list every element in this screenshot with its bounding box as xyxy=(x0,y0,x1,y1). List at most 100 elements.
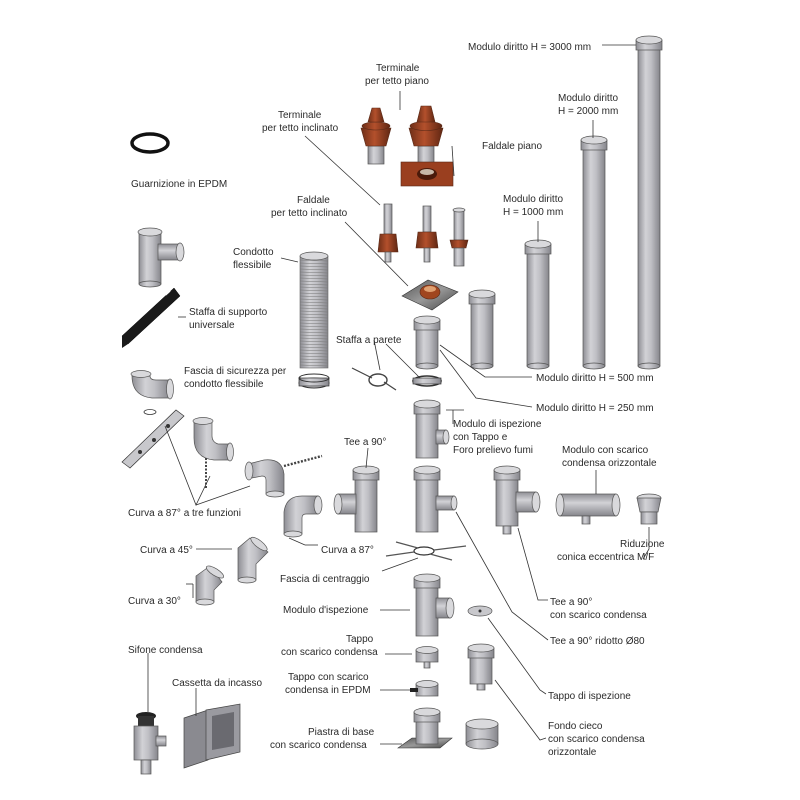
modulo-diritto-3000 xyxy=(635,35,663,370)
labels: Modulo diritto H = 3000 mm Modulo diritt… xyxy=(128,42,665,758)
staffa-a-parete-2 xyxy=(412,375,442,387)
corrugation-ring xyxy=(299,352,329,355)
fondo-cieco xyxy=(467,643,495,691)
modulo-scarico-orizzontale xyxy=(555,493,621,525)
label-fascia-sicurezza-b: condotto flessibile xyxy=(184,379,264,390)
label-modulo-ispezione-tappo-a: Modulo di ispezione xyxy=(453,419,542,430)
tee-90 xyxy=(333,465,380,533)
corrugation-ring xyxy=(299,337,329,340)
label-modulo-ispezione-tappo-b: con Tappo e xyxy=(453,432,508,443)
label-tappo-epdm-b: condensa in EPDM xyxy=(285,685,371,696)
tappo-ispezione xyxy=(467,605,493,617)
staffa-supporto-universale xyxy=(121,287,181,348)
curva-87-tre-funzioni-3 xyxy=(244,454,323,498)
label-fondo-cieco-c: orizzontale xyxy=(548,747,597,758)
tee-90-scarico-condensa xyxy=(493,465,541,535)
corrugation-ring xyxy=(299,328,329,331)
guarnizione-epdm xyxy=(130,132,170,154)
label-piastra-a: Piastra di base xyxy=(308,727,375,738)
corrugation-ring xyxy=(299,286,329,289)
corrugation-ring xyxy=(299,313,329,316)
label-fondo-cieco-a: Fondo cieco xyxy=(548,721,603,732)
terminale-tetto-inclinato-1 xyxy=(377,203,399,263)
label-tappo-scarico-b: con scarico condensa xyxy=(281,647,378,658)
modulo-ispezione-tappo xyxy=(413,399,450,459)
faldale-piano xyxy=(400,161,454,187)
tee-supporto xyxy=(137,227,185,288)
corrugation-ring xyxy=(299,289,329,292)
corrugation-ring xyxy=(299,277,329,280)
label-terminale-inclinato-a: Terminale xyxy=(278,110,322,121)
corrugation-ring xyxy=(299,322,329,325)
riduzione-conica xyxy=(636,493,662,525)
corrugation-ring xyxy=(299,262,329,265)
label-curva-30: Curva a 30° xyxy=(128,596,181,607)
corrugation-ring xyxy=(299,292,329,295)
curva-87-tre-funzioni-1 xyxy=(130,370,174,400)
terminale-tetto-inclinato-3 xyxy=(449,207,469,267)
label-tee-90: Tee a 90° xyxy=(344,437,386,448)
modulo-diritto-500 xyxy=(468,289,496,370)
corrugation-ring xyxy=(299,364,329,367)
corrugation-ring xyxy=(299,316,329,319)
label-modulo-ispezione-tappo-c: Foro prelievo fumi xyxy=(453,445,533,456)
fascia-di-centraggio xyxy=(385,541,467,561)
corrugation-ring xyxy=(299,355,329,358)
label-modulo-scarico-orizz-a: Modulo con scarico xyxy=(562,445,649,456)
piastra-base xyxy=(397,707,453,749)
corrugation-ring xyxy=(299,334,329,337)
curva-87-tre-funzioni-2 xyxy=(192,417,234,488)
label-modulo-1000-b: H = 1000 mm xyxy=(503,207,563,218)
label-staffa-supporto-a: Staffa di supporto xyxy=(189,307,268,318)
label-tee-90-scarico-a: Tee a 90° xyxy=(550,597,592,608)
sifone-condensa xyxy=(133,712,167,775)
label-faldale-inclinato-a: Faldale xyxy=(297,195,330,206)
condotto-flessibile xyxy=(299,251,329,369)
corrugation-ring xyxy=(299,361,329,364)
label-condotto-flessibile-b: flessibile xyxy=(233,260,272,271)
modulo-diritto-2000 xyxy=(580,135,608,370)
label-riduzione-b: conica eccentrica M/F xyxy=(557,552,654,563)
corrugation-ring xyxy=(299,280,329,283)
label-curva-45: Curva a 45° xyxy=(140,545,193,556)
label-modulo-2000-a: Modulo diritto xyxy=(558,93,618,104)
corrugation-ring xyxy=(299,310,329,313)
label-faldale-inclinato-b: per tetto inclinato xyxy=(271,208,348,219)
terminale-tetto-inclinato-2 xyxy=(415,205,439,263)
label-terminale-piano-a: Terminale xyxy=(376,63,420,74)
corrugation-ring xyxy=(299,346,329,349)
corrugation-ring xyxy=(299,259,329,262)
label-modulo-1000-a: Modulo diritto xyxy=(503,194,563,205)
label-tappo-epdm-a: Tappo con scarico xyxy=(288,672,369,683)
label-terminale-inclinato-b: per tetto inclinato xyxy=(262,123,339,134)
tappo-scarico-condensa xyxy=(415,646,439,669)
fondo-cieco-orizzontale xyxy=(465,718,499,750)
label-tee-90-scarico-b: con scarico condensa xyxy=(550,610,647,621)
corrugation-ring xyxy=(299,274,329,277)
corrugation-ring xyxy=(299,307,329,310)
label-cassetta: Cassetta da incasso xyxy=(172,678,262,689)
tee-90-ridotto xyxy=(413,465,458,533)
label-condotto-flessibile-a: Condotto xyxy=(233,247,274,258)
corrugation-ring xyxy=(299,265,329,268)
staffa-curva xyxy=(121,409,185,469)
corrugation-ring xyxy=(299,298,329,301)
corrugation-ring xyxy=(299,319,329,322)
label-tappo-ispezione: Tappo di ispezione xyxy=(548,691,631,702)
corrugation-ring xyxy=(299,283,329,286)
terminale-tetto-piano-1 xyxy=(360,107,392,165)
label-tee-90-ridotto: Tee a 90° ridotto Ø80 xyxy=(550,636,645,647)
corrugation-ring xyxy=(299,268,329,271)
label-curva-87-tre: Curva a 87° a tre funzioni xyxy=(128,508,241,519)
label-staffa-supporto-b: universale xyxy=(189,320,235,331)
corrugation-ring xyxy=(299,295,329,298)
label-tappo-scarico-a: Tappo xyxy=(346,634,374,645)
label-curva-87: Curva a 87° xyxy=(321,545,374,556)
cassetta-da-incasso xyxy=(183,703,241,769)
staffa-a-parete-1 xyxy=(351,367,397,391)
label-terminale-piano-b: per tetto piano xyxy=(365,76,429,87)
label-faldale-piano: Faldale piano xyxy=(482,141,542,152)
label-modulo-3000: Modulo diritto H = 3000 mm xyxy=(468,42,591,53)
label-riduzione-a: Riduzione xyxy=(620,539,665,550)
label-modulo-250: Modulo diritto H = 250 mm xyxy=(536,403,654,414)
